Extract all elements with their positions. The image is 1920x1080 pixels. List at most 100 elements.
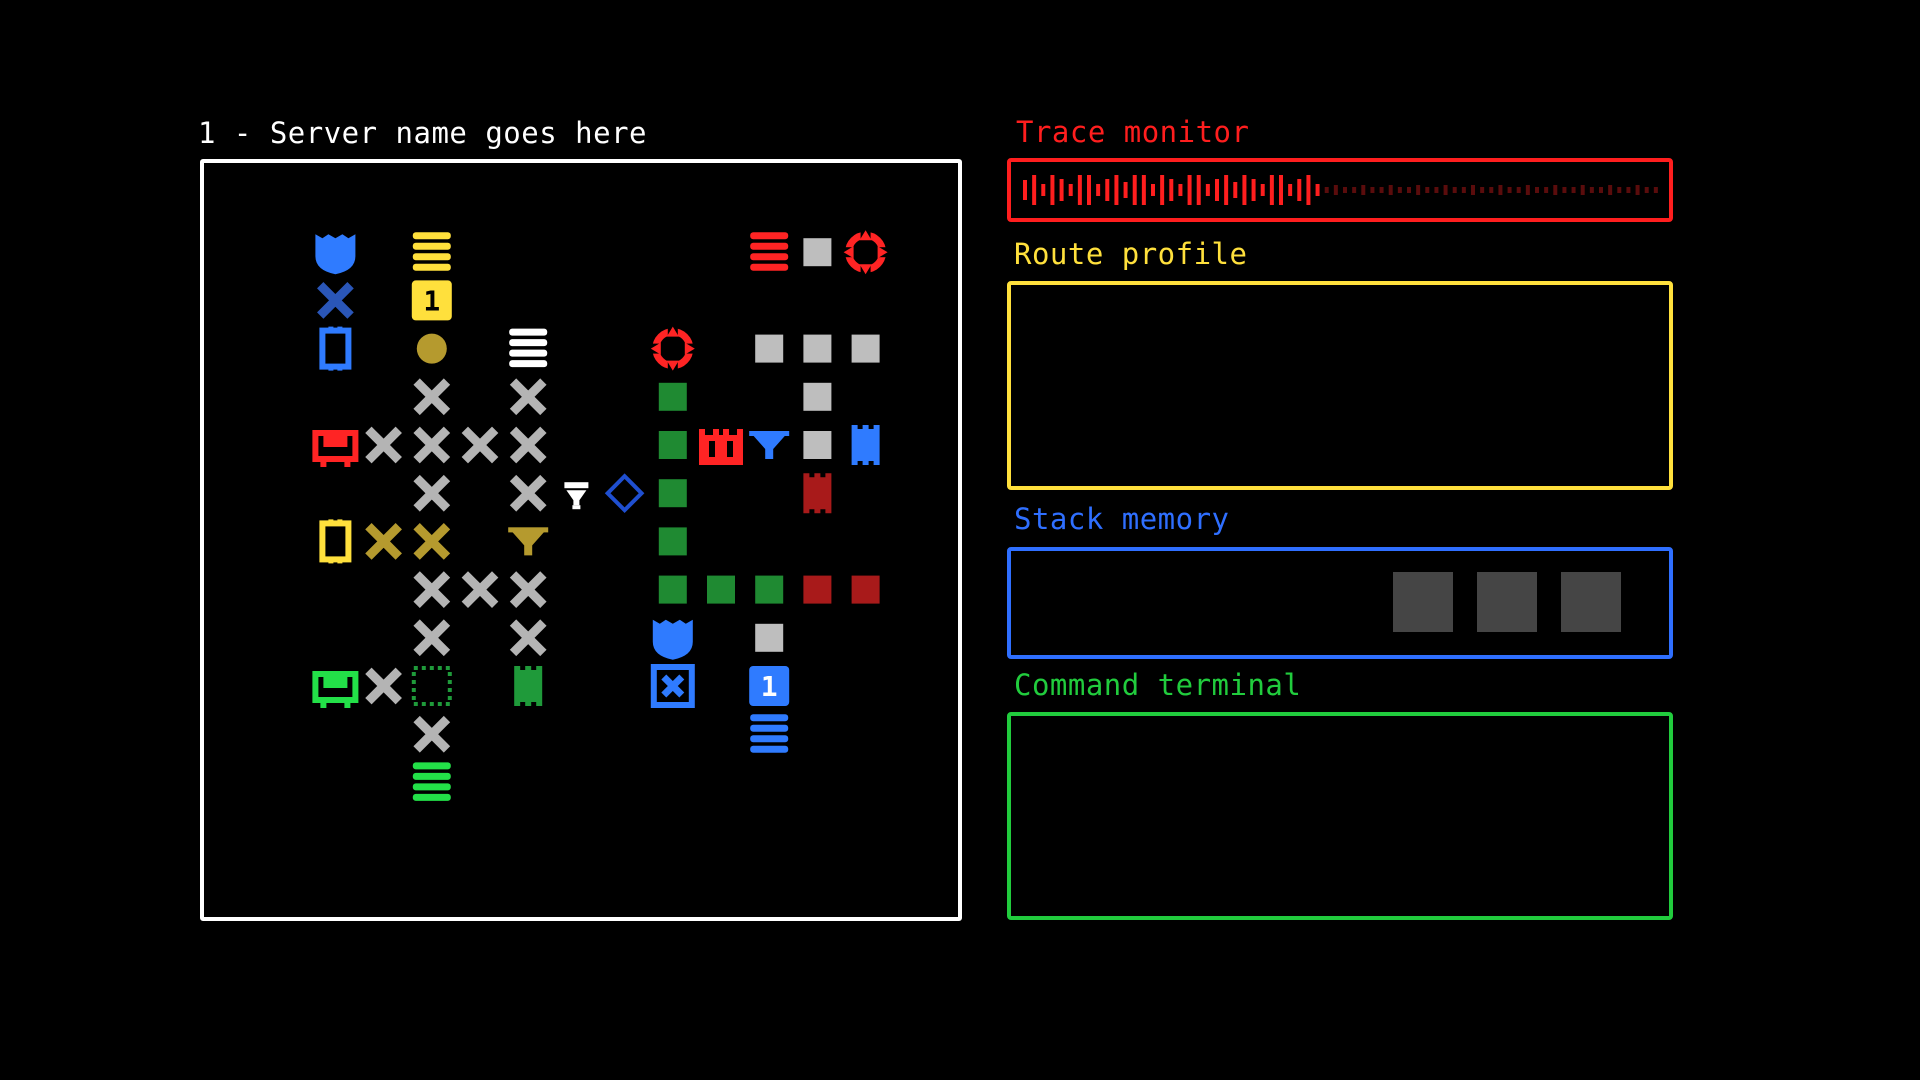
trace-bar xyxy=(1507,187,1512,193)
trace-bar xyxy=(1233,182,1238,198)
trace-monitor-label: Trace monitor xyxy=(1016,115,1250,149)
map-node-block[interactable] xyxy=(755,334,784,363)
trace-bar xyxy=(1105,179,1110,201)
map-node-xbox[interactable] xyxy=(650,664,695,708)
trace-bar xyxy=(1087,175,1091,205)
command-terminal-label: Command terminal xyxy=(1014,668,1302,702)
trace-bar xyxy=(1205,184,1210,196)
map-node-block[interactable] xyxy=(851,575,880,604)
map-node-database[interactable] xyxy=(412,232,451,271)
trace-bar xyxy=(1352,187,1357,193)
trace-bar xyxy=(1425,187,1430,193)
stack-slot[interactable] xyxy=(1477,572,1537,632)
map-node-block[interactable] xyxy=(658,479,687,508)
map-node-cross[interactable] xyxy=(365,523,402,560)
trace-bar xyxy=(1288,184,1293,196)
map-node-cross[interactable] xyxy=(509,378,547,416)
trace-bar xyxy=(1407,187,1411,193)
map-node-cross[interactable] xyxy=(461,571,499,608)
map-node-banner[interactable] xyxy=(514,666,543,706)
trace-bar xyxy=(1434,187,1439,193)
map-node-cross[interactable] xyxy=(413,523,451,560)
map-node-dot[interactable] xyxy=(416,333,447,364)
map-node-cross[interactable] xyxy=(413,378,451,416)
trace-bar xyxy=(1178,184,1183,196)
map-node-block[interactable] xyxy=(803,238,832,267)
trace-bar xyxy=(1379,187,1384,193)
map-node-block[interactable] xyxy=(851,334,880,363)
stack-slot[interactable] xyxy=(1393,572,1453,632)
map-node-cross[interactable] xyxy=(413,426,451,464)
map-node-block[interactable] xyxy=(658,527,687,556)
map-node-database[interactable] xyxy=(750,232,789,271)
map-node-terminal[interactable] xyxy=(312,671,359,708)
trace-bar xyxy=(1068,184,1073,196)
map-node-database[interactable] xyxy=(509,328,548,368)
map-node-block[interactable] xyxy=(803,334,832,363)
trace-bar xyxy=(1315,184,1320,196)
trace-bar xyxy=(1452,187,1457,193)
map-node-cross[interactable] xyxy=(509,619,547,657)
map-node-target[interactable] xyxy=(841,228,890,277)
map-node-funnel[interactable] xyxy=(508,527,549,556)
trace-bar xyxy=(1187,175,1192,205)
map-node-target[interactable] xyxy=(648,324,697,373)
trace-bar xyxy=(1361,185,1366,195)
server-map-panel[interactable] xyxy=(200,159,962,921)
map-node-database[interactable] xyxy=(412,762,451,801)
trace-bar xyxy=(1059,179,1064,201)
map-node-block[interactable] xyxy=(707,575,735,604)
trace-bar xyxy=(1297,179,1302,201)
map-node-block[interactable] xyxy=(755,623,784,652)
map-node-cross[interactable] xyxy=(317,282,354,319)
map-node-cross[interactable] xyxy=(365,426,402,464)
map-node-cross[interactable] xyxy=(413,571,451,608)
trace-bar xyxy=(1626,187,1631,193)
map-node-cross[interactable] xyxy=(509,571,547,608)
map-node-cross[interactable] xyxy=(509,474,547,512)
map-node-counter[interactable]: 1 xyxy=(749,666,790,706)
server-map[interactable]: 11 xyxy=(200,159,962,921)
trace-bar xyxy=(1160,175,1165,205)
map-node-shield[interactable] xyxy=(315,234,356,275)
map-node-gate[interactable] xyxy=(319,326,352,371)
map-node-castle[interactable] xyxy=(699,429,743,465)
map-node-banner[interactable] xyxy=(803,473,832,514)
stack-slot[interactable] xyxy=(1561,572,1621,632)
map-node-block[interactable] xyxy=(803,382,832,411)
map-node-funnel[interactable] xyxy=(749,431,790,459)
map-node-gate[interactable] xyxy=(319,519,352,564)
map-node-cross[interactable] xyxy=(365,667,402,705)
map-node-shield[interactable] xyxy=(652,619,693,660)
trace-bar xyxy=(1096,184,1101,196)
map-node-cross[interactable] xyxy=(461,426,499,464)
svg-text:1: 1 xyxy=(761,670,778,703)
trace-bar xyxy=(1461,187,1466,193)
trace-bar xyxy=(1416,185,1421,195)
map-node-block[interactable] xyxy=(658,575,687,604)
map-node-block[interactable] xyxy=(803,575,832,604)
map-node-dotted[interactable] xyxy=(411,666,452,706)
map-node-database[interactable] xyxy=(750,714,789,753)
stack-memory-label: Stack memory xyxy=(1014,502,1230,536)
command-terminal-box[interactable] xyxy=(1007,712,1673,920)
map-node-cross[interactable] xyxy=(413,474,451,512)
trace-bar xyxy=(1489,187,1494,193)
map-node-block[interactable] xyxy=(658,431,687,459)
map-node-counter[interactable]: 1 xyxy=(411,280,452,321)
map-node-cross[interactable] xyxy=(509,426,547,464)
trace-bar xyxy=(1580,185,1585,195)
map-node-cross[interactable] xyxy=(413,619,451,657)
map-node-player[interactable] xyxy=(564,482,589,510)
map-node-banner[interactable] xyxy=(851,425,880,465)
map-node-diamond[interactable] xyxy=(604,473,645,513)
trace-bar xyxy=(1644,187,1649,193)
trace-bar xyxy=(1653,187,1658,193)
map-node-terminal[interactable] xyxy=(312,430,359,467)
route-profile-label: Route profile xyxy=(1014,237,1248,271)
trace-bar xyxy=(1032,175,1037,205)
map-node-block[interactable] xyxy=(803,431,832,459)
map-node-block[interactable] xyxy=(658,382,687,411)
map-node-block[interactable] xyxy=(755,575,784,604)
map-node-cross[interactable] xyxy=(413,715,451,753)
